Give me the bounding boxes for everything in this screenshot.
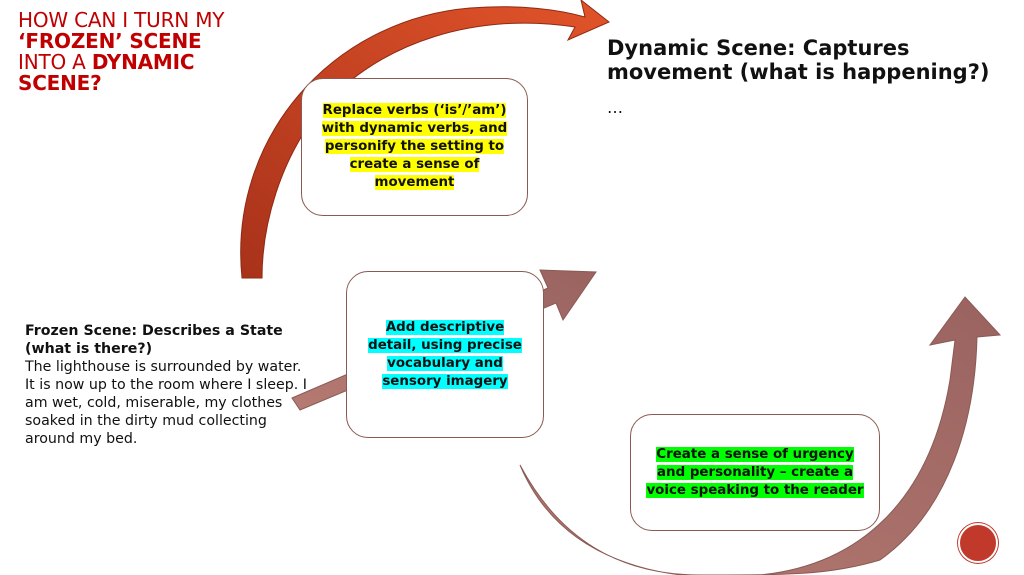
- frozen-scene-body: The lighthouse is surrounded by water. I…: [25, 359, 307, 447]
- curved-arrow-orange: [240, 0, 610, 279]
- step-text-dynamic-verbs: Replace verbs (‘is’/’am’) with dynamic v…: [321, 103, 508, 190]
- title-line-3-prefix: into a: [18, 50, 86, 74]
- step-text-urgency-voice: Create a sense of urgency and personalit…: [646, 446, 864, 498]
- title-line-4: scene?: [18, 71, 102, 95]
- dynamic-scene-heading: Dynamic Scene: Captures movement (what i…: [607, 36, 990, 84]
- circle-nav-icon[interactable]: [958, 523, 998, 563]
- title-line-2: ‘frozen’ scene: [18, 29, 202, 53]
- title-line-1: How can I turn my: [18, 8, 225, 32]
- step-box-descriptive-detail: Add descriptive detail, using precise vo…: [346, 271, 544, 438]
- step-text-descriptive-detail: Add descriptive detail, using precise vo…: [368, 319, 522, 389]
- step-box-urgency-voice: Create a sense of urgency and personalit…: [630, 414, 880, 531]
- page-title: How can I turn my ‘frozen’ scene into a …: [18, 10, 278, 94]
- title-line-3-bold: dynamic: [91, 50, 195, 74]
- step-box-dynamic-verbs: Replace verbs (‘is’/’am’) with dynamic v…: [301, 78, 528, 216]
- frozen-scene-text: Frozen Scene: Describes a State (what is…: [25, 322, 310, 448]
- frozen-scene-heading: Frozen Scene: Describes a State (what is…: [25, 323, 283, 357]
- dynamic-scene-continuation: …: [607, 98, 623, 117]
